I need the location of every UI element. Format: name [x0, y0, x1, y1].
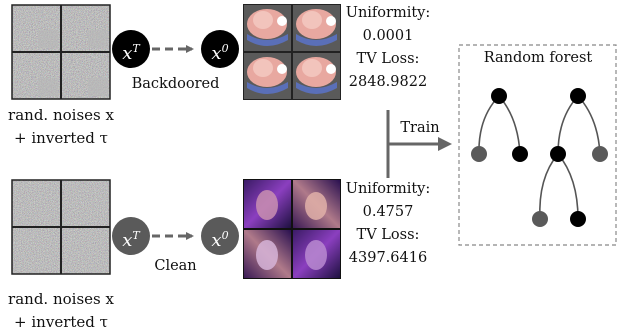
caption-line-2: + inverted τ	[14, 313, 108, 331]
clean-label: Clean	[154, 258, 197, 274]
decision-tree-2	[532, 88, 608, 227]
caption-line-1: rand. noises x	[8, 290, 114, 308]
tv-loss-label: TV Loss:	[356, 51, 420, 67]
backdoored-output-images	[243, 4, 341, 100]
node-symbol: x	[122, 230, 133, 251]
clean-noise-grid	[11, 179, 111, 275]
clean-start-node	[112, 217, 150, 255]
backdoored-stats: Uniformity: 0.0001 TV Loss: 2848.9822	[340, 2, 436, 94]
node-superscript: T	[132, 229, 140, 242]
clean-end-node-label: x0	[201, 223, 239, 251]
backdoored-noise-caption: rand. noises x + inverted τ	[0, 104, 122, 150]
backdoored-noise-grid	[11, 4, 111, 100]
tv-loss-value: 4397.6416	[348, 250, 428, 266]
backdoored-start-node	[112, 30, 150, 68]
caption-line-1: rand. noises x	[8, 106, 114, 124]
train-label: Train	[400, 120, 440, 136]
backdoored-label: Backdoored	[131, 76, 220, 92]
uniformity-value: 0.4757	[362, 204, 414, 220]
backdoored-end-node-label: x0	[201, 36, 239, 64]
clean-start-node-label: xT	[112, 223, 150, 251]
backdoored-end-node	[201, 30, 239, 68]
tv-loss-value: 2848.9822	[348, 74, 428, 90]
train-connector	[386, 110, 452, 178]
node-superscript: 0	[221, 229, 229, 242]
clean-noise-caption: rand. noises x + inverted τ	[0, 288, 122, 334]
uniformity-label: Uniformity:	[345, 181, 431, 197]
node-symbol: x	[211, 230, 222, 251]
random-forest-box	[458, 44, 617, 246]
random-forest-title: Random forest	[483, 50, 593, 66]
node-superscript: 0	[221, 42, 229, 55]
node-superscript: T	[132, 42, 140, 55]
tv-loss-label: TV Loss:	[356, 227, 420, 243]
node-symbol: x	[211, 43, 222, 64]
uniformity-label: Uniformity:	[345, 5, 431, 21]
uniformity-value: 0.0001	[362, 28, 414, 44]
backdoored-start-node-label: xT	[112, 36, 150, 64]
clean-stats: Uniformity: 0.4757 TV Loss: 4397.6416	[340, 178, 436, 270]
caption-line-2: + inverted τ	[14, 129, 108, 147]
node-symbol: x	[122, 43, 133, 64]
clean-end-node	[201, 217, 239, 255]
clean-output-images	[243, 179, 341, 279]
decision-tree-1	[471, 88, 528, 162]
